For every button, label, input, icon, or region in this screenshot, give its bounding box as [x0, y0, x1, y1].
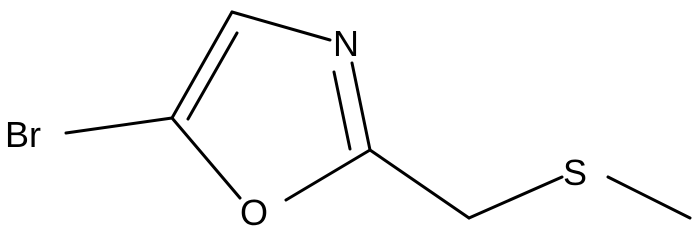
bond-c2-ch2	[368, 148, 471, 220]
sulfur-label: S	[563, 152, 587, 193]
nitrogen-label: N	[333, 23, 359, 64]
bond-s-ch3	[606, 175, 692, 220]
bond-n3-c2-inner	[332, 70, 352, 151]
bond-c4-c5	[170, 10, 234, 120]
bond-c5-br	[64, 116, 174, 135]
bond-n3-c2	[350, 61, 372, 152]
bonds	[64, 10, 692, 220]
bromine-label: Br	[5, 114, 41, 155]
atom-labels: Br N O S	[5, 23, 587, 233]
bond-o1-c5	[170, 116, 242, 200]
oxygen-label: O	[240, 192, 268, 233]
bond-c4-c5-inner	[186, 31, 239, 121]
bond-c4-n3	[230, 10, 332, 42]
bond-ch2-s	[467, 175, 564, 220]
bond-c2-o1	[284, 148, 372, 202]
